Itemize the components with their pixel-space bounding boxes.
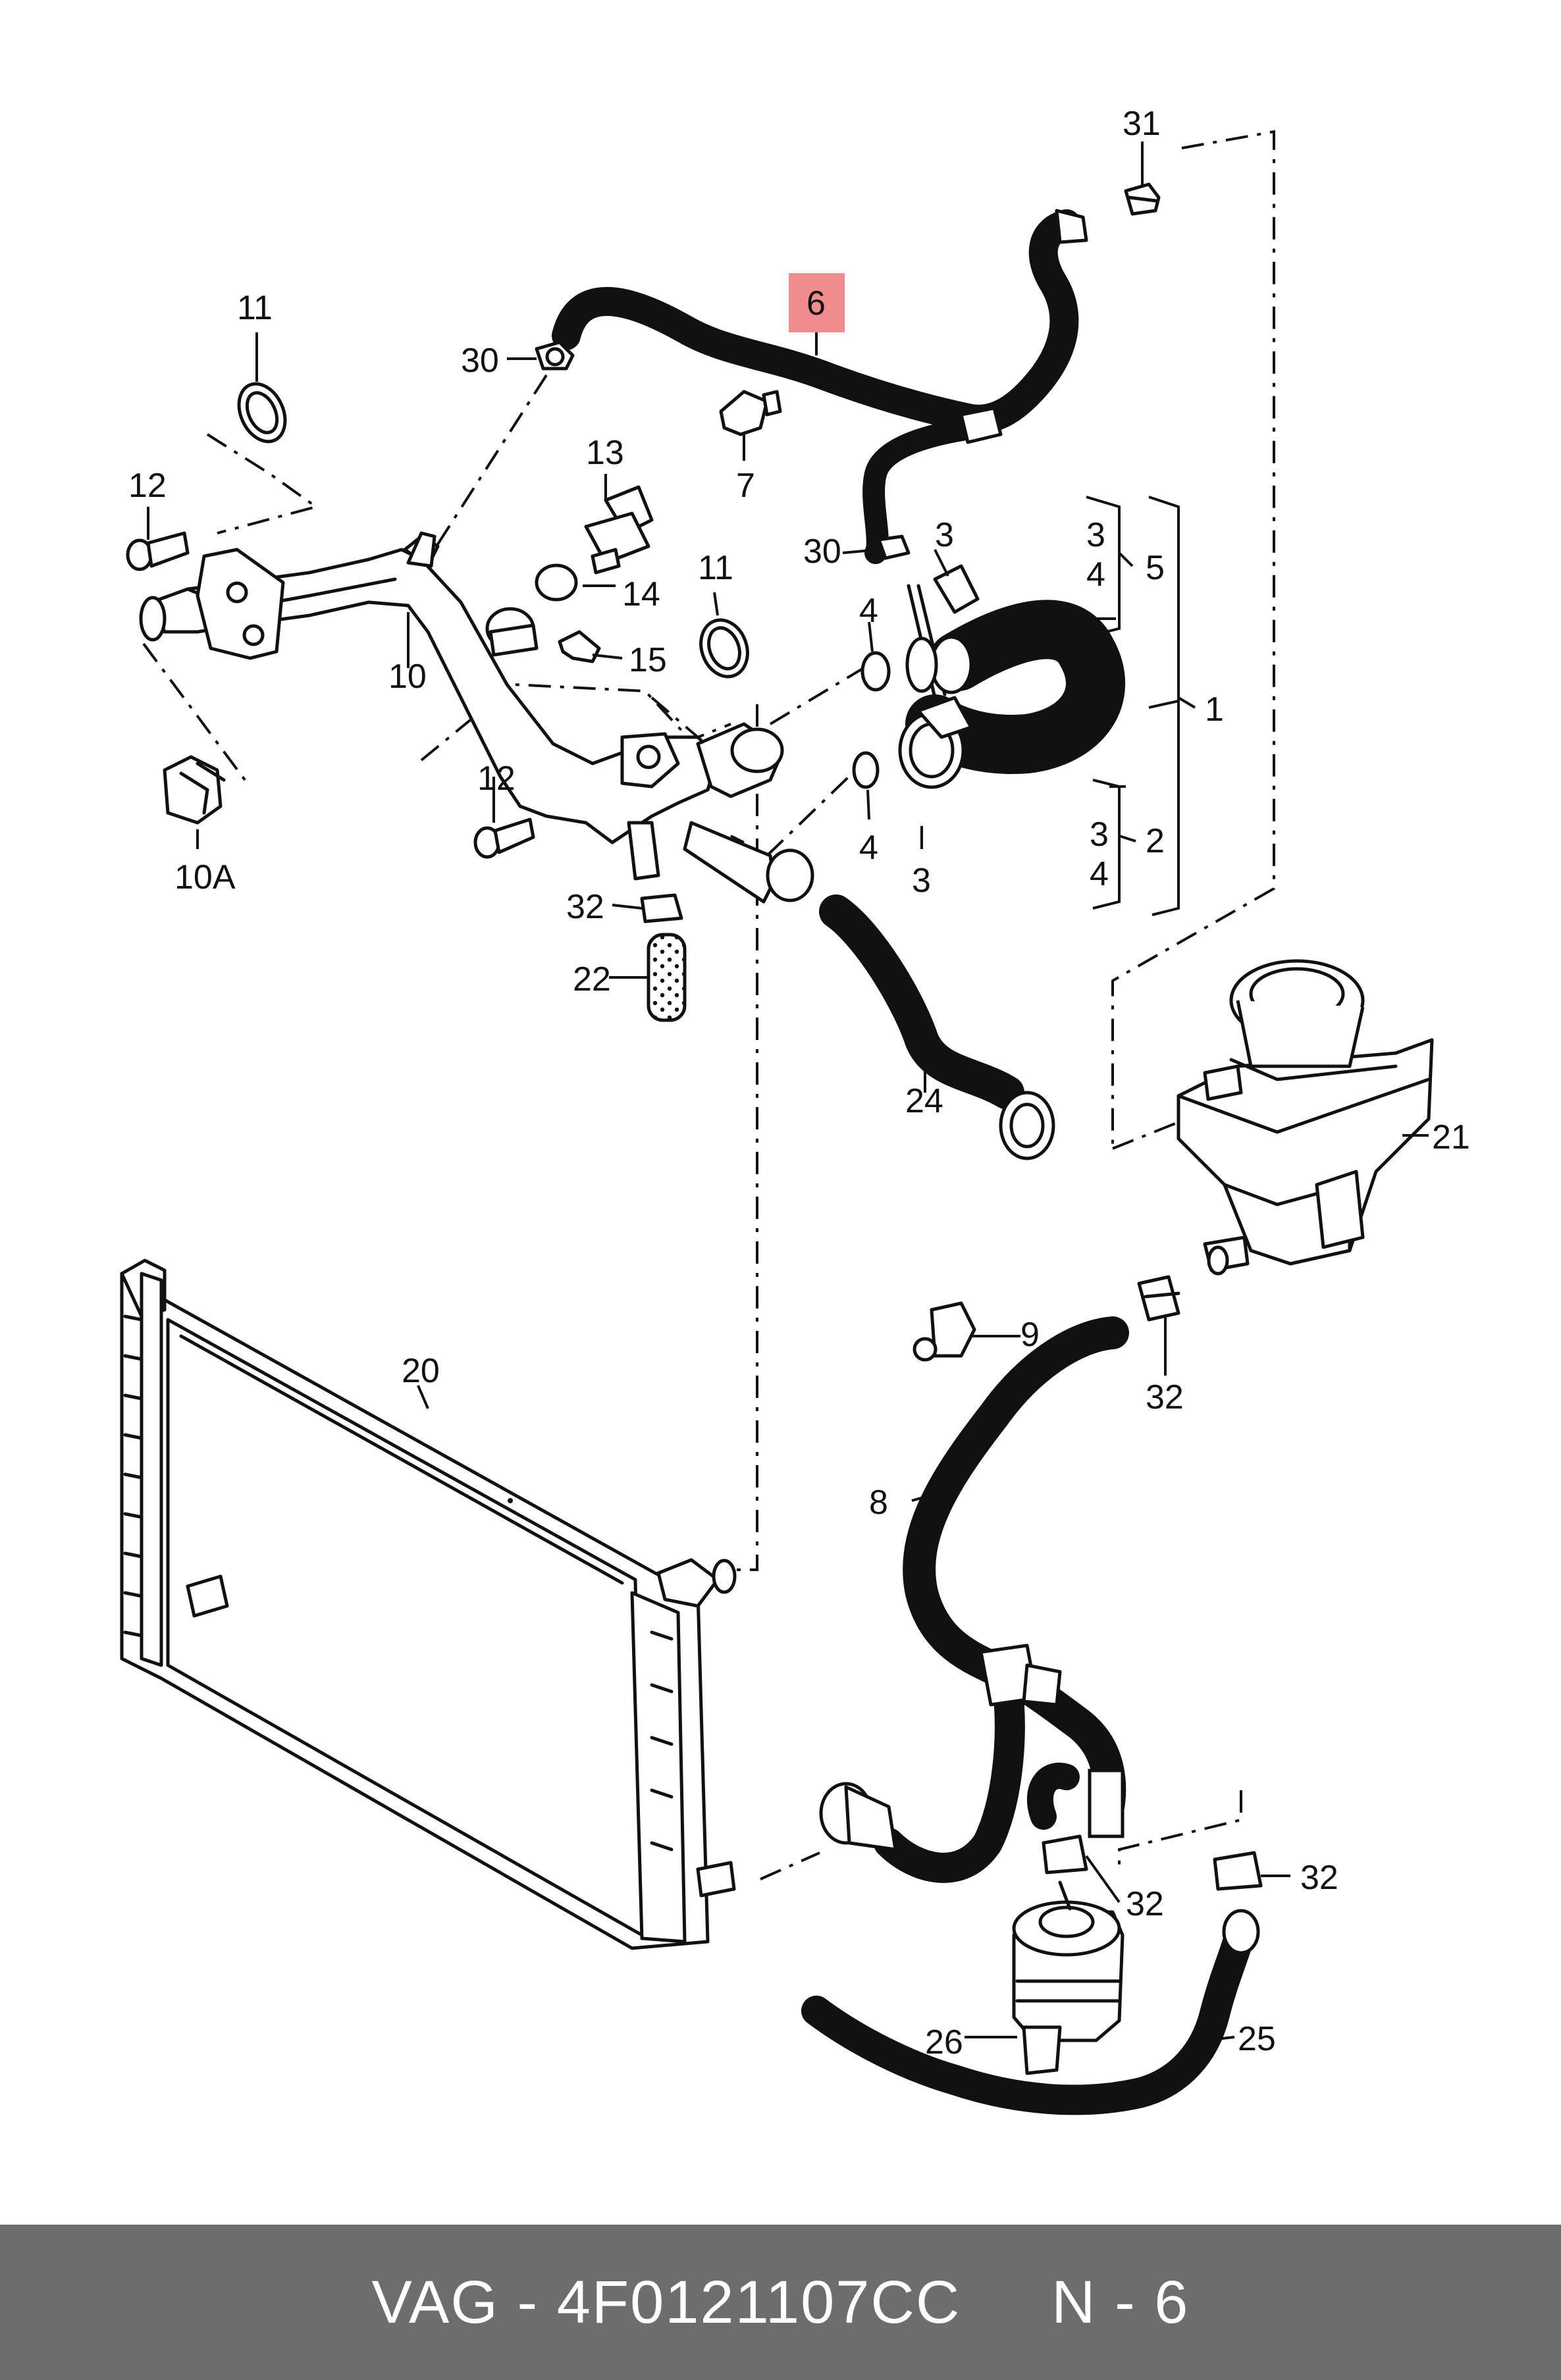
callout-labels: 11 12 10 10A 30 13 14 15 11 12 6 7 31 30…	[128, 105, 1470, 2061]
hose-24	[819, 894, 1055, 1160]
callout-30-upper: 30	[461, 342, 499, 380]
expansion-tank-21	[1177, 959, 1434, 1276]
callout-3-c: 3	[912, 862, 931, 900]
highlight-box-part-6	[789, 273, 845, 332]
hose-assembly-2	[898, 696, 973, 789]
radiator-20	[120, 1258, 737, 1950]
callout-2: 2	[1146, 822, 1165, 860]
clip-9	[913, 1301, 976, 1362]
clamp-32-tank	[1137, 1275, 1180, 1322]
hose-8	[819, 1316, 1129, 1883]
callout-13: 13	[586, 434, 624, 472]
callout-1: 1	[1205, 690, 1224, 729]
callout-11-right: 11	[698, 549, 733, 587]
callout-4-c: 4	[859, 829, 878, 867]
assembly-lines	[142, 130, 1275, 1880]
clip-31	[1124, 182, 1161, 216]
clip-15	[558, 630, 601, 663]
pipe-connector	[485, 607, 539, 657]
hose-25	[801, 1909, 1260, 2115]
callout-15: 15	[629, 641, 667, 679]
callout-11-upper: 11	[237, 289, 273, 327]
callout-3-a: 3	[935, 516, 954, 554]
callout-26: 26	[925, 2023, 963, 2061]
clamp-32-pump	[1042, 1834, 1088, 1875]
bolt-12-lower	[473, 817, 535, 859]
hose-22	[647, 933, 687, 1022]
bolt-12-upper	[126, 531, 190, 571]
callout-6: 6	[807, 284, 826, 323]
callout-7: 7	[736, 467, 755, 505]
clip-7	[719, 390, 782, 436]
callout-9: 9	[1020, 1316, 1040, 1354]
clamp-32-left	[640, 893, 683, 923]
callout-10a: 10A	[174, 858, 236, 896]
clip-30-upper	[535, 340, 575, 371]
callout-21: 21	[1432, 1118, 1470, 1156]
hose-assembly-5	[905, 564, 1125, 774]
callout-32-right: 32	[1300, 1859, 1338, 1897]
clamp-32-right	[1213, 1851, 1263, 1891]
coolant-pipe	[139, 531, 814, 904]
callout-20: 20	[402, 1352, 440, 1390]
callout-3-b: 3	[1086, 516, 1105, 554]
footer-bar: VAG - 4F0121107CC N - 6	[0, 2225, 1561, 2380]
coolant-pump-26	[1012, 1880, 1124, 2075]
seal-14	[535, 563, 578, 602]
callout-12-upper: 12	[128, 467, 167, 505]
callout-25: 25	[1238, 2020, 1276, 2058]
clip-10a	[163, 755, 226, 825]
callout-24: 24	[905, 1082, 943, 1120]
o-ring-11-upper	[237, 382, 287, 444]
o-ring-4-lower	[852, 751, 880, 789]
callout-22: 22	[573, 960, 611, 998]
callout-30-right: 30	[803, 532, 841, 571]
callout-4-a: 4	[1086, 556, 1105, 594]
callout-8: 8	[869, 1484, 888, 1522]
clip-30-right	[877, 534, 911, 560]
callout-14: 14	[622, 575, 660, 613]
coolant-system-diagram: 11 12 10 10A 30 13 14 15 11 12 6 7 31 30…	[120, 105, 1470, 2115]
o-ring-11-right	[699, 618, 749, 679]
callout-5: 5	[1146, 549, 1165, 587]
temperature-sensor-13	[584, 485, 654, 575]
part-number-caption: VAG - 4F0121107CC N - 6	[371, 2268, 1190, 2336]
callout-32-tank: 32	[1146, 1378, 1184, 1416]
callout-32-left: 32	[566, 888, 604, 926]
leader-lines	[147, 142, 1429, 2042]
hose-6	[552, 209, 1088, 700]
callout-4-d: 4	[1090, 855, 1109, 893]
callout-31: 31	[1123, 105, 1161, 143]
callout-4-b: 4	[859, 592, 878, 630]
callout-3-d: 3	[1090, 815, 1109, 854]
callout-12-lower: 12	[477, 760, 516, 798]
callout-32-pump: 32	[1126, 1885, 1164, 1923]
o-ring-4-upper	[860, 651, 891, 692]
callout-10: 10	[388, 658, 427, 696]
grouping-brackets	[1086, 496, 1196, 916]
